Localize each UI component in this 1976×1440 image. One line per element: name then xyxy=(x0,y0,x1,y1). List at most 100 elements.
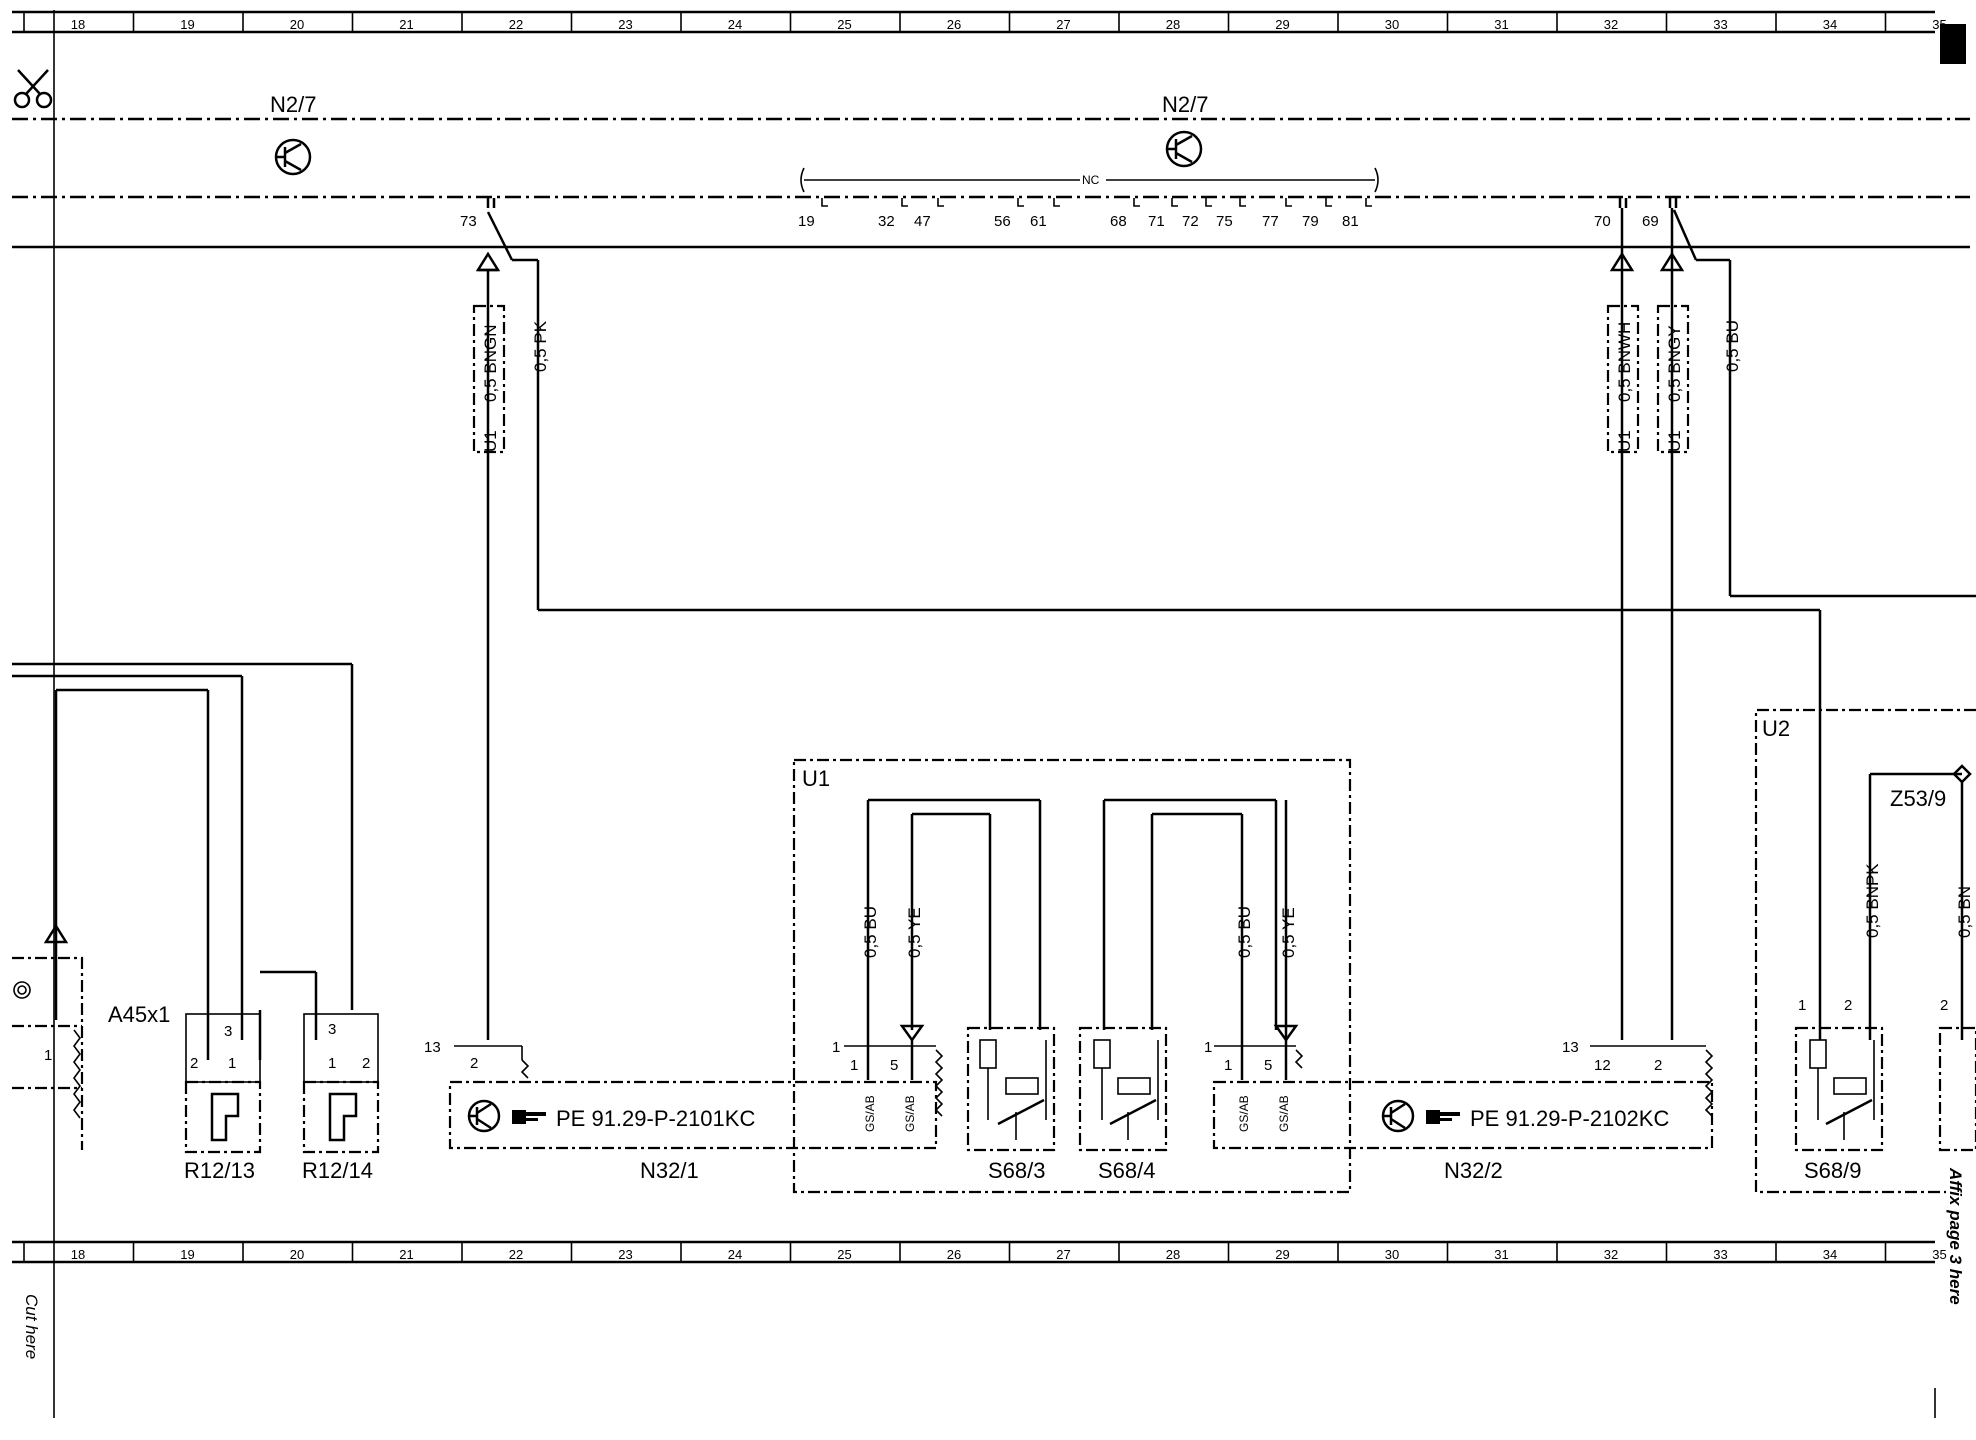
bottom-grid-number: 25 xyxy=(837,1247,851,1262)
pointing-hand-icon xyxy=(1426,1110,1460,1124)
pin-label: 1 xyxy=(832,1039,840,1056)
s68-3-switch xyxy=(966,1026,1056,1152)
transistor-icon xyxy=(1165,130,1203,168)
nc-label: NC xyxy=(1082,173,1100,187)
bottom-grid-number: 32 xyxy=(1604,1247,1618,1262)
pin-label: 5 xyxy=(1264,1057,1272,1074)
cut-here-note: Cut here xyxy=(22,1294,41,1359)
transistor-icon xyxy=(1381,1099,1415,1133)
connector-70-69-wiring xyxy=(1606,198,1976,1040)
a45x1-label: A45x1 xyxy=(108,1002,170,1027)
pin-label: 2 xyxy=(1844,997,1852,1014)
top-grid-number: 34 xyxy=(1823,17,1837,32)
pin-connector-mark xyxy=(1205,198,1212,207)
bottom-grid-number: 19 xyxy=(180,1247,194,1262)
top-grid-number: 24 xyxy=(728,17,742,32)
wire-label-0-5-bngy: 0,5 BNGY xyxy=(1665,325,1684,402)
z53-9-wiring xyxy=(1868,764,1972,1040)
u2-module-box xyxy=(1754,708,1976,1194)
z53-9-label: Z53/9 xyxy=(1890,786,1946,811)
pin-connector-mark xyxy=(1053,198,1060,207)
pin-label: 12 xyxy=(1594,1057,1611,1074)
top-grid-number: 21 xyxy=(399,17,413,32)
wire-label-0-5-bngn: 0,5 BNGN xyxy=(481,325,500,402)
bottom-grid-number: 30 xyxy=(1385,1247,1399,1262)
pin-label: 13 xyxy=(424,1039,441,1056)
top-grid-number: 31 xyxy=(1494,17,1508,32)
pin-label: 2 xyxy=(190,1055,198,1072)
pin-label: 2 xyxy=(1654,1057,1662,1074)
n2-7-left-label: N2/7 xyxy=(270,92,316,117)
left-partial-component: 1 xyxy=(12,956,84,1150)
wire-tag-u1: U1 xyxy=(481,430,500,452)
pin-connector-mark xyxy=(821,198,828,207)
top-grid-number: 27 xyxy=(1056,17,1070,32)
n32-1-module: 13 2 PE 91.29-P-2101KC 1 1 5 GS/AB GS/AB xyxy=(424,1039,944,1150)
wire-label-0-5-bnwh: 0,5 BNWH xyxy=(1615,322,1634,402)
wire-label-0-5-bn: 0,5 BN xyxy=(1955,886,1974,938)
n2-7-pin-label: 72 xyxy=(1182,213,1199,230)
bottom-grid-number: 28 xyxy=(1166,1247,1180,1262)
u1-wiring xyxy=(866,798,1299,1080)
n2-7-pin-label: 79 xyxy=(1302,213,1319,230)
pin-label: 1 xyxy=(228,1055,236,1072)
wire-label-0-5-bu: 0,5 BU xyxy=(861,906,880,958)
gs-ab-label: GS/AB xyxy=(863,1095,877,1132)
pin-label: 1 xyxy=(1224,1057,1232,1074)
corner-marker xyxy=(1940,24,1966,64)
n2-7-pin-label: 68 xyxy=(1110,213,1127,230)
bottom-grid-number: 27 xyxy=(1056,1247,1070,1262)
n2-7-pin-label: 77 xyxy=(1262,213,1279,230)
pin-label: 3 xyxy=(328,1021,336,1038)
bottom-grid-number: 22 xyxy=(509,1247,523,1262)
r12-13-component: 2 3 1 xyxy=(184,1013,262,1154)
r12-13-label: R12/13 xyxy=(184,1158,255,1183)
pin-label: 1 xyxy=(44,1047,52,1064)
wire-label-0-5-ye: 0,5 YE xyxy=(905,907,924,958)
top-grid-number: 22 xyxy=(509,17,523,32)
gs-ab-label: GS/AB xyxy=(1237,1095,1251,1132)
r12-14-label: R12/14 xyxy=(302,1158,373,1183)
pin-label: 2 xyxy=(362,1055,370,1072)
top-grid-number: 28 xyxy=(1166,17,1180,32)
wire-label-0-5-bnpk: 0,5 BNPK xyxy=(1863,863,1882,938)
pin-connector-mark xyxy=(1239,198,1246,207)
top-grid-number: 29 xyxy=(1275,17,1289,32)
n2-7-pin-label: 56 xyxy=(994,213,1011,230)
n2-7-pin-label: 73 xyxy=(460,213,477,230)
bottom-grid-number: 24 xyxy=(728,1247,742,1262)
s68-3-label: S68/3 xyxy=(988,1158,1046,1183)
scissors-icon xyxy=(13,69,53,109)
wire-tag-u1: U1 xyxy=(1665,430,1684,452)
pin-connector-mark xyxy=(1017,198,1024,207)
pe-reference-link[interactable]: PE 91.29-P-2101KC xyxy=(556,1106,755,1131)
bottom-grid-number: 20 xyxy=(290,1247,304,1262)
u1-label: U1 xyxy=(802,766,830,791)
n2-7-pin-label: 71 xyxy=(1148,213,1165,230)
transistor-icon xyxy=(274,138,312,176)
pe-reference-link[interactable]: PE 91.29-P-2102KC xyxy=(1470,1106,1669,1131)
n32-2-module: 1 1 5 GS/AB GS/AB PE 91.29-P-2102KC 13 1… xyxy=(1204,1039,1714,1150)
transistor-icon xyxy=(467,1099,501,1133)
pin-label: 1 xyxy=(328,1055,336,1072)
pin-connector-mark xyxy=(1285,198,1292,207)
bottom-grid-number: 23 xyxy=(618,1247,632,1262)
pin-connector-mark xyxy=(901,198,908,207)
nc-bracket: NC xyxy=(800,167,1379,193)
pin-label: 5 xyxy=(890,1057,898,1074)
pin-label: 1 xyxy=(1798,997,1806,1014)
n2-7-pin-label: 75 xyxy=(1216,213,1233,230)
pin-label: 13 xyxy=(1562,1039,1579,1056)
pin-label: 1 xyxy=(850,1057,858,1074)
n32-1-label: N32/1 xyxy=(640,1158,699,1183)
bottom-grid-number: 21 xyxy=(399,1247,413,1262)
top-grid-number: 30 xyxy=(1385,17,1399,32)
bottom-grid-number: 34 xyxy=(1823,1247,1837,1262)
top-grid-number: 20 xyxy=(290,17,304,32)
n2-7-right-label: N2/7 xyxy=(1162,92,1208,117)
u2-label: U2 xyxy=(1762,716,1790,741)
n2-7-pin-label: 32 xyxy=(878,213,895,230)
